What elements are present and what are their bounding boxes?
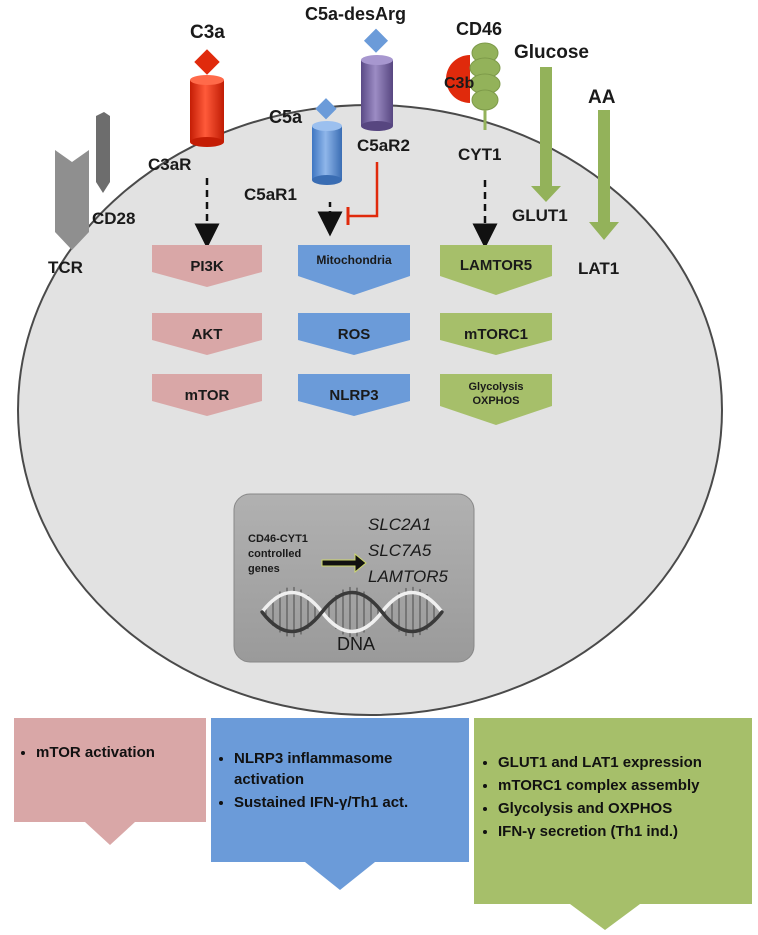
c5a-desarg-ligand-icon bbox=[363, 28, 389, 53]
nlrp3-label: NLRP3 bbox=[329, 387, 378, 404]
c3b-ligand-icon bbox=[446, 55, 470, 103]
cyt1-label: CYT1 bbox=[458, 145, 501, 164]
pink-pathway: PI3K AKT mTOR bbox=[152, 245, 262, 416]
outcome-item: NLRP3 inflammasome activation bbox=[234, 748, 466, 790]
glut1-label: GLUT1 bbox=[512, 206, 568, 225]
pathway-step-nlrp3 bbox=[298, 374, 410, 416]
glucose-transport-arrow bbox=[531, 67, 561, 202]
cd46-label: CD46 bbox=[456, 19, 502, 39]
cd28-receptor-icon bbox=[96, 112, 110, 193]
c5ar1-receptor-icon bbox=[312, 126, 342, 180]
pathway-step-lamtor5 bbox=[440, 245, 552, 295]
c5ar2-inhibition-line bbox=[348, 162, 379, 218]
akt-label: AKT bbox=[192, 326, 223, 343]
glucose-label: Glucose bbox=[514, 42, 589, 63]
genes-label-line3: genes bbox=[248, 563, 280, 575]
c5ar1-label: C5aR1 bbox=[244, 185, 297, 204]
green-pathway: LAMTOR5 mTORC1 Glycolysis OXPHOS bbox=[440, 245, 552, 425]
outcome-item: mTORC1 complex assembly bbox=[498, 775, 750, 796]
outcome-item: Glycolysis and OXPHOS bbox=[498, 798, 750, 819]
genes-label-line2: controlled bbox=[248, 548, 301, 560]
c3ar-bottom bbox=[190, 137, 224, 147]
genes-arrow-icon bbox=[321, 552, 367, 574]
pathway-step-ros bbox=[298, 313, 410, 355]
aa-label: AA bbox=[588, 87, 616, 108]
mitochondria-label: Mitochondria bbox=[316, 253, 392, 267]
pathway-step-glycolysis-oxphos bbox=[440, 374, 552, 425]
ros-label: ROS bbox=[338, 326, 371, 343]
gene-slc7a5: SLC7A5 bbox=[368, 541, 432, 560]
outcome-text-blue: NLRP3 inflammasome activation Sustained … bbox=[222, 748, 466, 815]
c5ar2-bottom bbox=[361, 121, 393, 131]
c5ar2-top bbox=[361, 55, 393, 65]
outcome-box-green bbox=[474, 718, 752, 930]
outcome-box-pink bbox=[14, 718, 206, 845]
mtorc1-label: mTORC1 bbox=[464, 326, 528, 343]
c5ar1-bottom bbox=[312, 175, 342, 185]
pathway-step-mtorc1 bbox=[440, 313, 552, 355]
aa-transport-arrow bbox=[589, 110, 619, 240]
pathway-step-pi3k bbox=[152, 245, 262, 287]
outcome-item: GLUT1 and LAT1 expression bbox=[498, 752, 750, 773]
dna-label: DNA bbox=[337, 634, 375, 654]
gene-lamtor5: LAMTOR5 bbox=[368, 567, 449, 586]
outcome-item: IFN-γ secretion (Th1 ind.) bbox=[498, 821, 750, 842]
c5a-desarg-label: C5a-desArg bbox=[305, 4, 406, 24]
gene-slc2a1: SLC2A1 bbox=[368, 515, 431, 534]
mtor-label: mTOR bbox=[185, 387, 230, 404]
pathway-step-akt bbox=[152, 313, 262, 355]
c5ar1-top bbox=[312, 121, 342, 131]
lamtor5-label: LAMTOR5 bbox=[460, 257, 532, 274]
blue-pathway: Mitochondria ROS NLRP3 bbox=[298, 245, 410, 416]
tcr-receptor-icon bbox=[55, 150, 89, 250]
dna-helix-icon bbox=[260, 586, 444, 638]
outcome-text-pink: mTOR activation bbox=[24, 742, 202, 765]
c5ar2-receptor-icon bbox=[361, 60, 393, 126]
c3a-label: C3a bbox=[190, 22, 225, 43]
c3a-ligand-icon bbox=[194, 49, 220, 75]
outcome-box-blue bbox=[211, 718, 469, 890]
glycolysis-label: Glycolysis bbox=[468, 381, 523, 393]
c3ar-top bbox=[190, 75, 224, 85]
outcome-item: Sustained IFN-γ/Th1 act. bbox=[234, 792, 466, 813]
pathway-step-mtor bbox=[152, 374, 262, 416]
c3b-label: C3b bbox=[444, 75, 474, 92]
cd28-label: CD28 bbox=[92, 209, 135, 228]
outcome-item: mTOR activation bbox=[36, 742, 202, 763]
pi3k-label: PI3K bbox=[190, 258, 224, 275]
c3ar-receptor-icon bbox=[190, 80, 224, 142]
c5ar2-label: C5aR2 bbox=[357, 136, 410, 155]
genes-label-line1: CD46-CYT1 bbox=[248, 533, 308, 545]
cd46-receptor-icon bbox=[469, 42, 501, 111]
tcr-label: TCR bbox=[48, 258, 83, 277]
c3ar-label: C3aR bbox=[148, 155, 191, 174]
oxphos-label: OXPHOS bbox=[472, 395, 519, 407]
outcome-text-green: GLUT1 and LAT1 expression mTORC1 complex… bbox=[486, 752, 750, 844]
lat1-label: LAT1 bbox=[578, 259, 619, 278]
c5a-label: C5a bbox=[269, 107, 303, 127]
pathway-step-mitochondria bbox=[298, 245, 410, 295]
